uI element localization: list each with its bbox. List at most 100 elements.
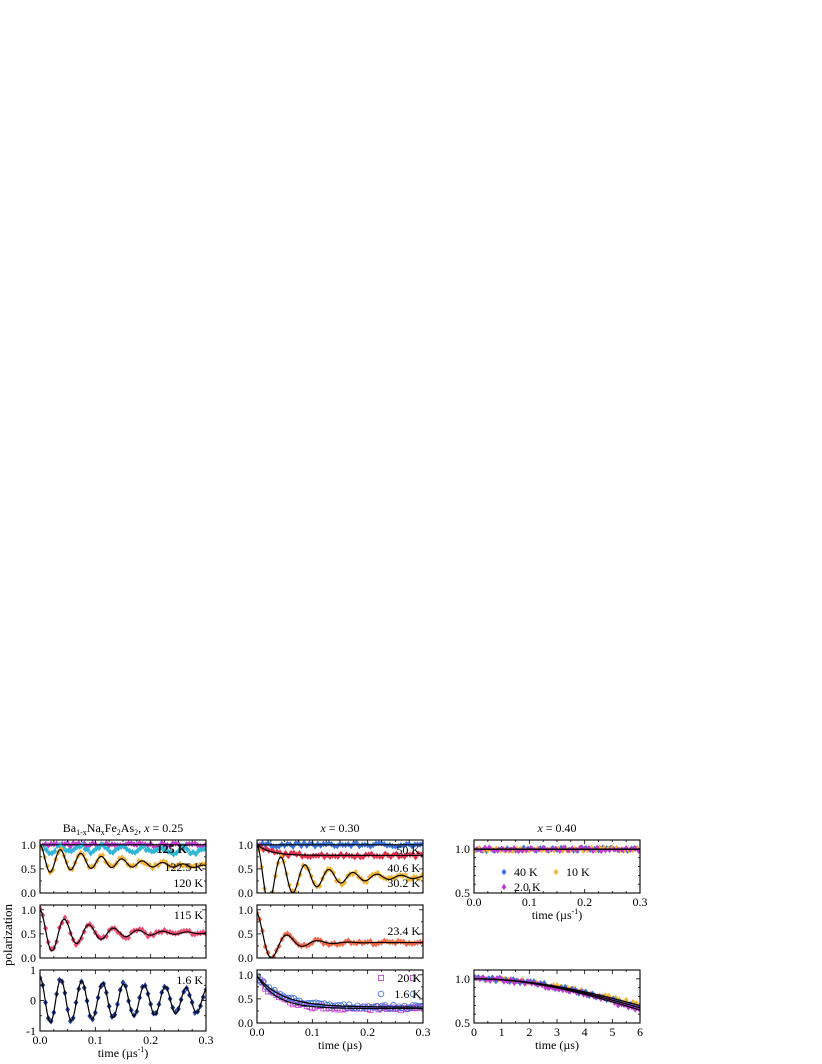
series-label: 120 K <box>173 876 203 890</box>
data-point <box>62 914 68 921</box>
data-point <box>380 853 385 860</box>
plot-area <box>40 905 206 953</box>
x-tick-label: 0.1 <box>522 895 537 909</box>
data-point <box>265 840 271 847</box>
data-point <box>68 847 74 855</box>
x-axis-label: time (µs) <box>318 1038 362 1052</box>
data-point <box>379 840 384 847</box>
data-point <box>135 847 141 854</box>
data-point <box>138 844 143 852</box>
data-point <box>126 840 131 847</box>
plot-area <box>474 844 640 855</box>
data-point <box>368 850 374 857</box>
data-point <box>66 847 71 854</box>
xlabel-superscript: -1 <box>138 1045 145 1054</box>
data-point <box>169 862 175 869</box>
xlabel-superscript: -1 <box>572 907 579 916</box>
data-point <box>129 848 135 856</box>
x-tick-label: 5 <box>609 1025 615 1039</box>
data-point <box>504 845 510 852</box>
data-point <box>303 863 309 871</box>
y-tick-label: 0.5 <box>455 886 470 900</box>
data-point <box>70 840 76 847</box>
data-point <box>332 853 338 860</box>
y-tick-label: 1.0 <box>238 838 253 852</box>
data-point <box>290 843 296 850</box>
data-point <box>274 848 280 856</box>
data-point <box>296 840 301 847</box>
data-point <box>200 928 206 936</box>
data-point <box>173 930 178 937</box>
data-point <box>304 842 310 849</box>
fit-line <box>257 912 423 958</box>
data-point <box>564 984 570 991</box>
data-point <box>109 841 115 848</box>
legend-label: 40 K <box>514 865 538 879</box>
data-point <box>378 873 383 880</box>
data-point <box>388 853 394 861</box>
data-point <box>369 871 375 878</box>
y-tick-label: 1.0 <box>238 968 253 982</box>
data-point <box>143 846 149 854</box>
x-axis-label: time (µs-1) <box>98 1045 149 1060</box>
data-point <box>268 898 273 904</box>
data-point <box>413 854 419 861</box>
data-point <box>137 925 142 933</box>
title-text: , <box>138 821 144 835</box>
x-tick-label: 6 <box>637 1025 643 1039</box>
data-point <box>175 861 180 869</box>
data-point <box>257 972 262 980</box>
legend-marker <box>409 975 416 982</box>
data-point <box>486 844 492 851</box>
data-point <box>191 863 197 870</box>
data-point <box>170 840 176 847</box>
title-text: x <box>143 821 150 835</box>
data-point <box>337 940 343 948</box>
data-point <box>139 858 144 865</box>
title-subscript: 1-x <box>76 828 87 837</box>
data-point <box>352 854 358 861</box>
title-subscript: 2 <box>134 828 138 837</box>
y-axis-label: polarization <box>0 903 15 966</box>
xlabel-text: time (µs <box>98 1046 138 1060</box>
y-tick-label: 1.0 <box>21 903 36 917</box>
y-tick-label: 0.0 <box>21 886 36 900</box>
title-text: Fe <box>105 821 117 835</box>
data-point <box>334 842 340 850</box>
xlabel-text: ) <box>144 1046 148 1060</box>
data-point <box>282 842 288 849</box>
x-tick-label: 4 <box>582 1025 588 1039</box>
data-point <box>278 852 284 860</box>
data-point <box>297 850 302 857</box>
data-point <box>395 843 401 850</box>
data-point <box>263 845 269 852</box>
data-point <box>277 849 283 856</box>
legend-label: 1.6 K <box>394 987 421 1001</box>
data-point <box>501 978 507 985</box>
data-point <box>173 1008 178 1016</box>
data-point <box>409 842 415 850</box>
data-point <box>392 875 397 882</box>
title-text: As <box>121 821 135 835</box>
data-point <box>153 843 159 850</box>
title-text: = 0.25 <box>149 821 183 835</box>
data-point <box>480 974 486 981</box>
data-point <box>390 938 395 946</box>
data-point <box>578 844 583 851</box>
data-point <box>348 1004 356 1011</box>
data-point <box>336 877 342 884</box>
data-point <box>183 862 189 869</box>
data-point <box>104 845 110 852</box>
data-point <box>90 840 95 847</box>
data-point <box>159 840 165 847</box>
y-tick-label: 0.5 <box>238 992 253 1006</box>
data-point <box>141 860 147 867</box>
legend-marker <box>501 868 507 876</box>
data-point <box>405 875 411 883</box>
series-label: 122.5 K <box>164 860 203 874</box>
x-tick-label: 0.1 <box>88 1033 103 1047</box>
data-point <box>478 847 484 854</box>
data-point <box>356 842 362 850</box>
data-point <box>345 937 351 944</box>
